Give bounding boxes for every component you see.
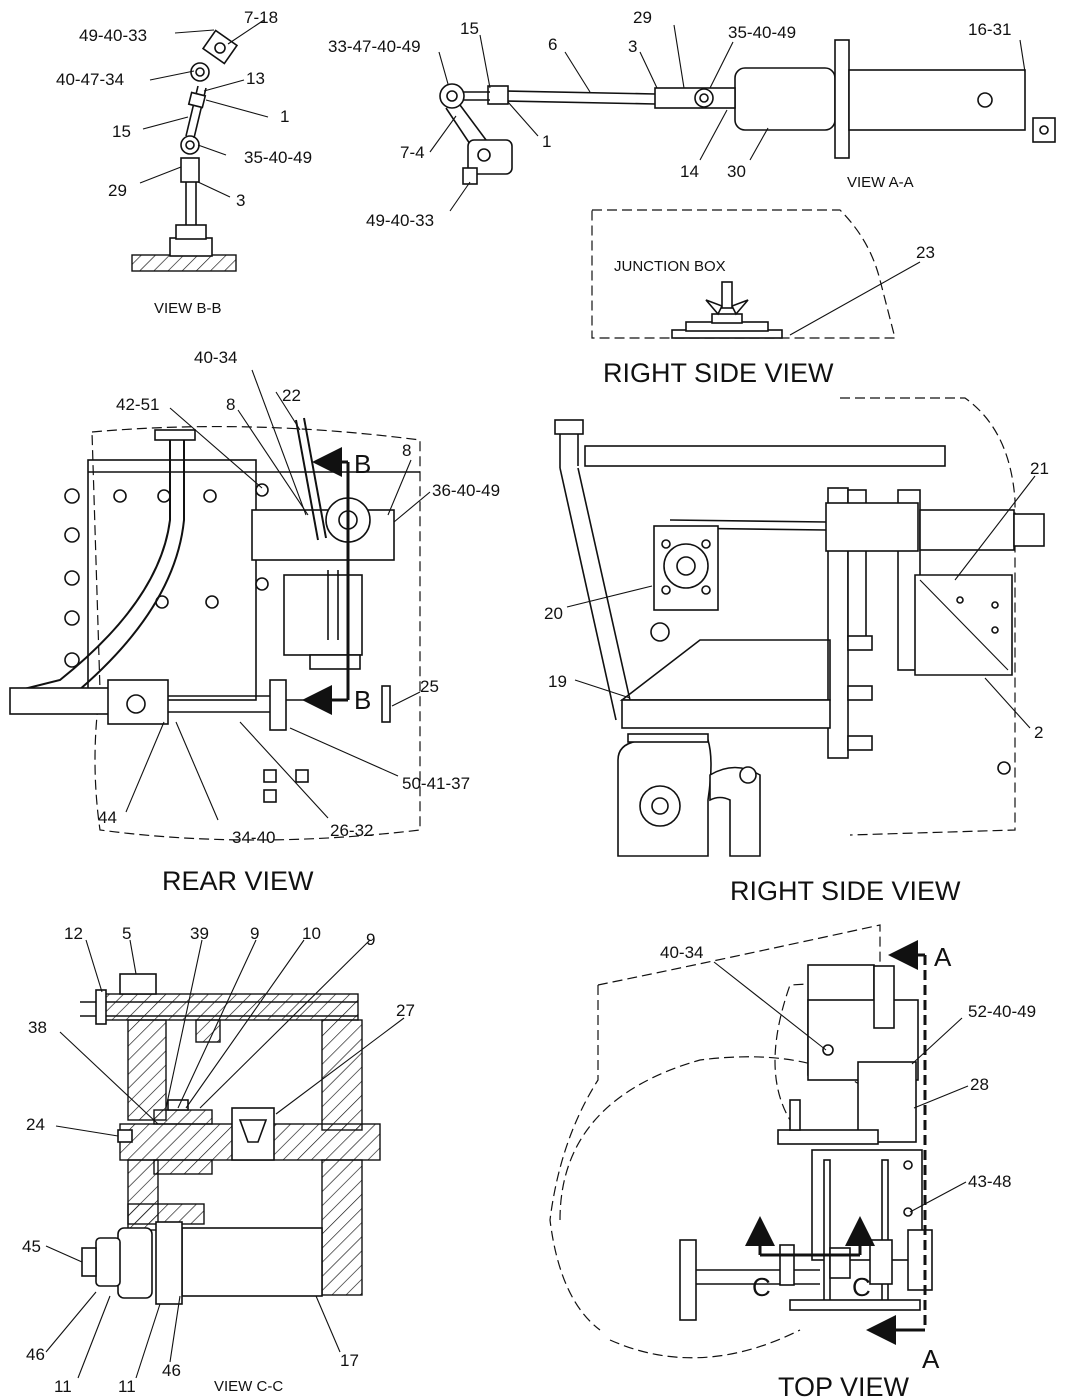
callout-26-32: 26-32 — [330, 821, 373, 840]
callout-8-right: 8 — [402, 441, 411, 460]
callout-40-47-34: 40-47-34 — [56, 70, 124, 89]
callout-2: 2 — [1034, 723, 1043, 742]
junction-box-label: JUNCTION BOX — [614, 258, 726, 275]
view-cc: 12 5 39 9 10 9 38 27 24 45 46 11 11 46 1… — [22, 924, 415, 1396]
callout-44: 44 — [98, 808, 117, 827]
callout-49-40-33: 49-40-33 — [366, 211, 434, 230]
section-c-left: C — [752, 1272, 771, 1302]
callout-8-left: 8 — [226, 395, 235, 414]
callout-1: 1 — [280, 107, 289, 126]
callout-35-40-49: 35-40-49 — [728, 23, 796, 42]
section-arrow-icon — [302, 447, 350, 715]
callout-25: 25 — [420, 677, 439, 696]
callout-7-4: 7-4 — [400, 143, 425, 162]
callout-30: 30 — [727, 162, 746, 181]
view-bb-caption: VIEW B-B — [154, 300, 222, 317]
callout-10: 10 — [302, 924, 321, 943]
callout-5: 5 — [122, 924, 131, 943]
callout-16-31: 16-31 — [968, 20, 1011, 39]
callout-3: 3 — [628, 37, 637, 56]
hex-bolt-icon — [64, 483, 269, 668]
view-aa-caption: VIEW A-A — [847, 174, 914, 191]
callout-13: 13 — [246, 69, 265, 88]
callout-35-40-49: 35-40-49 — [244, 148, 312, 167]
callout-43-48: 43-48 — [968, 1172, 1011, 1191]
callout-20: 20 — [544, 604, 563, 623]
callout-27: 27 — [396, 1001, 415, 1020]
top-view: A A C C 40-34 52-40-49 28 43-48 TOP VIEW — [549, 924, 1036, 1400]
callout-23: 23 — [916, 243, 935, 262]
right-side-view-main: 21 20 19 2 RIGHT SIDE VIEW — [544, 397, 1049, 906]
callout-52-40-49: 52-40-49 — [968, 1002, 1036, 1021]
right-side-view-title-1: RIGHT SIDE VIEW — [603, 358, 834, 388]
callout-33-47-40-49: 33-47-40-49 — [328, 37, 421, 56]
wing-nut-icon — [705, 281, 749, 316]
callout-12: 12 — [64, 924, 83, 943]
callout-21: 21 — [1030, 459, 1049, 478]
right-side-view-title-2: RIGHT SIDE VIEW — [730, 876, 961, 906]
section-b-bottom: B — [354, 685, 371, 715]
callout-39: 39 — [190, 924, 209, 943]
callout-29: 29 — [633, 8, 652, 27]
callout-40-34: 40-34 — [194, 348, 237, 367]
right-side-view-junction: 23 JUNCTION BOX RIGHT SIDE VIEW — [591, 209, 935, 388]
callout-45: 45 — [22, 1237, 41, 1256]
callout-29: 29 — [108, 181, 127, 200]
view-bb: 49-40-33 7-18 40-47-34 13 1 15 35-40-49 … — [56, 8, 312, 317]
callout-36-40-49: 36-40-49 — [432, 481, 500, 500]
callout-15: 15 — [460, 19, 479, 38]
callout-22: 22 — [282, 386, 301, 405]
callout-1: 1 — [542, 132, 551, 151]
callout-15: 15 — [112, 122, 131, 141]
callout-17: 17 — [340, 1351, 359, 1370]
callout-50-41-37: 50-41-37 — [402, 774, 470, 793]
callout-46-a: 46 — [26, 1345, 45, 1364]
callout-38: 38 — [28, 1018, 47, 1037]
view-aa: 15 29 6 3 35-40-49 16-31 33-47-40-49 1 7… — [328, 8, 1056, 230]
section-a-top: A — [934, 942, 952, 972]
callout-49-40-33: 49-40-33 — [79, 26, 147, 45]
section-a-bottom: A — [922, 1344, 940, 1374]
callout-24: 24 — [26, 1115, 45, 1134]
callout-11-b: 11 — [118, 1377, 136, 1396]
callout-28: 28 — [970, 1075, 989, 1094]
callout-11-a: 11 — [54, 1377, 72, 1396]
callout-6: 6 — [548, 35, 557, 54]
section-c-right: C — [852, 1272, 871, 1302]
callout-42-51: 42-51 — [116, 395, 159, 414]
callout-9-a: 9 — [250, 924, 259, 943]
top-view-title: TOP VIEW — [778, 1372, 910, 1400]
callout-9-b: 9 — [366, 930, 375, 949]
rear-view: B B 40-34 22 42-51 8 8 36-40-49 25 44 34… — [9, 348, 500, 896]
section-arrow-icon — [866, 940, 927, 1345]
callout-34-40: 34-40 — [232, 828, 275, 847]
section-arrow-icon — [745, 1216, 875, 1257]
section-b-top: B — [354, 449, 371, 479]
callout-3: 3 — [236, 191, 245, 210]
rear-view-title: REAR VIEW — [162, 866, 314, 896]
callout-40-34: 40-34 — [660, 943, 703, 962]
callout-19: 19 — [548, 672, 567, 691]
callout-14: 14 — [680, 162, 699, 181]
callout-46-b: 46 — [162, 1361, 181, 1380]
view-cc-caption: VIEW C-C — [214, 1378, 283, 1395]
callout-7-18: 7-18 — [244, 8, 278, 27]
